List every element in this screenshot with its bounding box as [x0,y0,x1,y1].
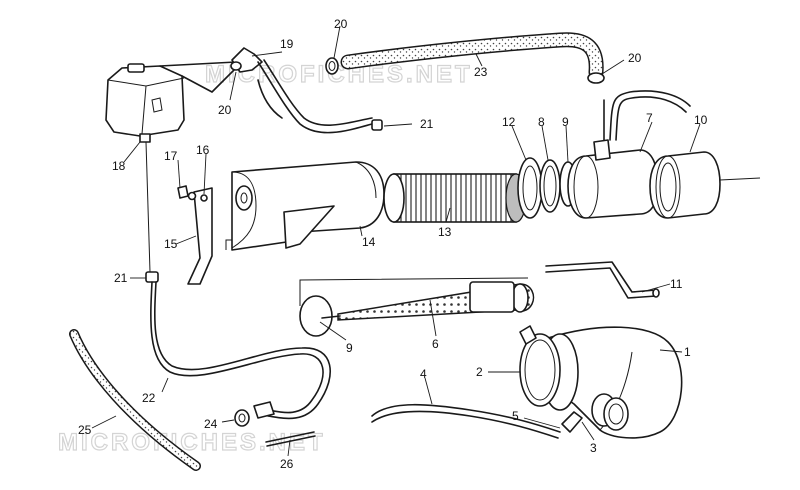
callout-4: 4 [420,367,427,381]
part-11-rod-2 [545,267,657,299]
part-14-airbox-cover [225,161,385,251]
part-15-bracket [187,187,213,285]
part-11-rod-end [652,288,660,298]
callout-18: 18 [112,159,126,173]
part-13-filter-element [383,173,527,223]
leader-lines [91,25,701,457]
part-24-nut-hole [238,413,246,423]
part-2-clamp [519,333,561,407]
callout-11: 11 [670,277,683,291]
part-12-seal-ring [517,157,543,219]
callout-21-left: 21 [114,271,128,285]
part-8-ring [539,159,561,213]
callout-6: 6 [432,337,439,351]
part-19-fitting [230,47,373,134]
part-10-extension-line [719,177,761,181]
part-16-screw [200,194,208,202]
part-8-ring-inner [543,165,557,207]
callout-25: 25 [78,423,92,437]
part-17-washer [187,191,197,201]
callout-17: 17 [164,149,178,163]
part-4-hose [371,403,561,433]
callout-2: 2 [476,365,483,379]
part-26-rod [265,431,315,443]
part-26-rod-2 [266,435,316,447]
part-18-reservoir [105,63,185,143]
part-22-drain-hose [150,281,324,414]
part-2-clamp-screw [519,325,537,345]
callout-21-top: 21 [420,117,434,131]
part-20-clamp-left-inner [328,61,336,71]
callout-14: 14 [362,235,376,249]
callouts: 1 2 3 4 5 6 7 8 9 9 10 11 12 13 14 15 16… [78,17,708,471]
callout-7: 7 [646,111,653,125]
part-21-cap-top [371,119,383,131]
part-19-vent-line-2 [181,67,237,93]
part-19-vent-line [159,61,237,67]
part-20-clamp-right [587,72,605,84]
callout-9-top: 9 [562,115,569,129]
callout-15: 15 [164,237,178,251]
callout-20-left: 20 [218,103,232,117]
part-20-clamp-left [325,57,339,75]
callout-9-lower: 9 [346,341,353,355]
callout-26: 26 [280,457,294,471]
watermark-bottom: MICROFICHES.NET [58,429,326,456]
callout-20-right: 20 [628,51,642,65]
part-21-cap-left [145,271,159,283]
part-12-seal-ring-inner [522,165,538,211]
callout-3: 3 [590,441,597,455]
callout-1: 1 [684,345,691,359]
callout-12: 12 [502,115,516,129]
part-22-fitting [253,401,275,419]
callout-22: 22 [142,391,156,405]
part-9-oring-lower [299,295,333,337]
part-6-cone-filter [299,277,535,321]
part-10-sleeve [649,151,721,219]
part-3-connector-hole [608,403,624,425]
callout-8: 8 [538,115,545,129]
part-24-nut [234,409,250,427]
callout-19: 19 [280,37,294,51]
part-4-hose-2 [371,410,559,439]
callout-16: 16 [196,143,210,157]
part-17-screw [177,185,189,199]
part-22-drain-hose-2 [153,281,332,420]
part-11-rod [545,261,657,293]
callout-24: 24 [204,417,218,431]
part-23-hose-fill [342,33,603,78]
callout-20-top: 20 [334,17,348,31]
callout-10: 10 [694,113,708,127]
callout-5: 5 [512,409,519,423]
part-18-outlet-line [145,141,151,273]
part-3-connector [603,397,629,431]
callout-13: 13 [438,225,452,239]
part-2-clamp-inner [524,339,556,401]
part-5-nipple [561,411,583,433]
part-25-braided-hose-fill [70,330,200,470]
callout-23: 23 [474,65,488,79]
